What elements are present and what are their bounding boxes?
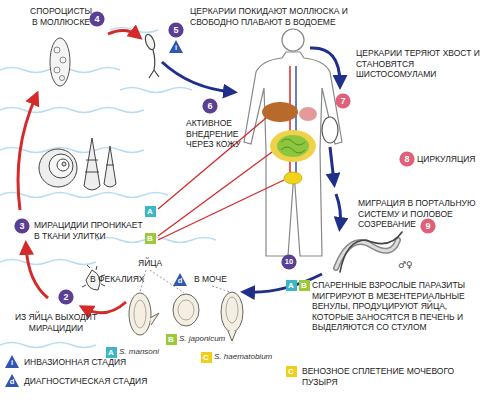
- tag-text: A: [286, 280, 297, 291]
- number-circle-fill: [399, 151, 414, 166]
- stage-caption: МИРАЦИДИИ ПРОНИКАЕТ В ТКАНИ УЛИТКИ: [34, 220, 148, 241]
- stage-caption: МИГРАЦИЯ В ПОРТАЛЬНУЮ СИСТЕМУ И ПОЛОВОЕ …: [358, 198, 486, 230]
- number-circle-fill: [58, 289, 73, 304]
- callout-number: 6: [202, 98, 218, 114]
- stage-caption: АКТИВНОЕ ВНЕДРЕНИЕ ЧЕРЕЗ КОЖУ: [186, 118, 248, 150]
- callout-number: 10: [281, 254, 297, 270]
- tag-letter: A: [145, 206, 156, 217]
- stage-caption: СПОРОЦИСТЫ В МОЛЛЮСКЕ: [28, 6, 94, 27]
- legend-text: ДИАГНОСТИЧЕСКАЯ СТАДИЯ: [24, 376, 147, 387]
- callout-number: 2: [58, 289, 74, 305]
- tag-letter: B: [299, 280, 310, 291]
- svg-text:♂♀: ♂♀: [398, 260, 413, 270]
- legend-infective-symbol: [5, 355, 19, 368]
- tag-letter: A: [286, 280, 297, 291]
- water-cycle-arrows: [18, 30, 138, 312]
- legend-diagnostic-symbol: [5, 374, 19, 387]
- number-circle-fill: [168, 22, 183, 37]
- callout-number: 5: [168, 22, 184, 38]
- stage-symbol-letter: i: [6, 358, 18, 368]
- step-number: 3: [14, 218, 30, 234]
- callout-number: 7: [335, 93, 351, 109]
- tag-text: A: [106, 347, 117, 358]
- tag-letter: A: [106, 347, 117, 358]
- tag-text: C: [201, 352, 212, 363]
- species-name: S. japonicum: [179, 334, 225, 345]
- step-number: 2: [58, 289, 74, 305]
- tag-text: C: [286, 366, 297, 377]
- cercaria: [144, 33, 159, 78]
- step-number: 9: [420, 218, 436, 234]
- step-number: 5: [168, 22, 184, 38]
- species-name: S. mansoni: [119, 347, 159, 358]
- egg-pointer-lines: [140, 270, 230, 293]
- tag-letter: B: [166, 334, 177, 345]
- host-cycle-arrows: [162, 48, 341, 292]
- step-number: 10: [281, 254, 297, 270]
- number-circle-fill: [202, 98, 217, 113]
- legend-text: ИНВАЗИОННАЯ СТАДИЯ: [24, 357, 126, 368]
- species-name: S. haematobium: [214, 352, 272, 363]
- step-number: 8: [399, 151, 415, 167]
- organ-leader-lines: [158, 118, 284, 240]
- number-circle-fill: [14, 218, 29, 233]
- tag-text: A: [145, 206, 156, 217]
- number-circle-fill: [420, 218, 435, 233]
- snail-shells: [39, 138, 116, 190]
- callout-number: 8: [399, 151, 415, 167]
- stage-symbol-letter: d: [174, 276, 186, 286]
- stage-caption: В ФЕКАЛИЯХ: [90, 274, 144, 285]
- sporocyst: [50, 38, 70, 86]
- schistosomulum: [322, 117, 338, 143]
- diagnostic-stage-symbol: [173, 273, 187, 286]
- human-body: [244, 29, 342, 256]
- callout-number: 9: [420, 218, 436, 234]
- stage-caption: ЦЕРКАРИИ ТЕРЯЮТ ХВОСТ И СТАНОВЯТСЯ ШИСТО…: [356, 48, 482, 80]
- number-circle-fill: [281, 254, 296, 269]
- stage-symbol-letter: i: [170, 43, 182, 53]
- tag-letter: B: [145, 233, 156, 244]
- tag-text: B: [299, 280, 310, 291]
- eggs: [129, 292, 243, 341]
- tag-text: B: [166, 334, 177, 345]
- stage-caption: В МОЧЕ: [194, 274, 227, 285]
- tag-letter: C: [286, 366, 297, 377]
- step-number: 6: [202, 98, 218, 114]
- callout-number: 3: [14, 218, 30, 234]
- stage-symbol-letter: d: [6, 377, 18, 387]
- tag-text: B: [145, 233, 156, 244]
- stage-caption: ИЗ ЯЙЦА ВЫХОДИТ МИРАЦИДИИ: [4, 312, 108, 333]
- infective-stage-symbol: [169, 40, 183, 53]
- step-number: 7: [335, 93, 351, 109]
- adult-worms: ♂♀: [336, 232, 413, 272]
- number-circle-fill: [335, 93, 350, 108]
- stage-caption: ЦИРКУЛЯЦИЯ: [417, 154, 475, 165]
- stage-caption: ВЕНОЗНОЕ СПЛЕТЕНИЕ МОЧЕВОГО ПУЗЫРЯ: [302, 366, 486, 387]
- stage-caption: СПАРЕННЫЕ ВЗРОСЛЫЕ ПАРАЗИТЫ МИГРИРУЮТ В …: [312, 280, 488, 333]
- stage-caption: ЦЕРКАРИИ ПОКИДАЮТ МОЛЛЮСКА И СВОБОДНО ПЛ…: [190, 6, 368, 27]
- stage-caption: ЯЙЦА: [138, 258, 162, 269]
- tag-letter: C: [201, 352, 212, 363]
